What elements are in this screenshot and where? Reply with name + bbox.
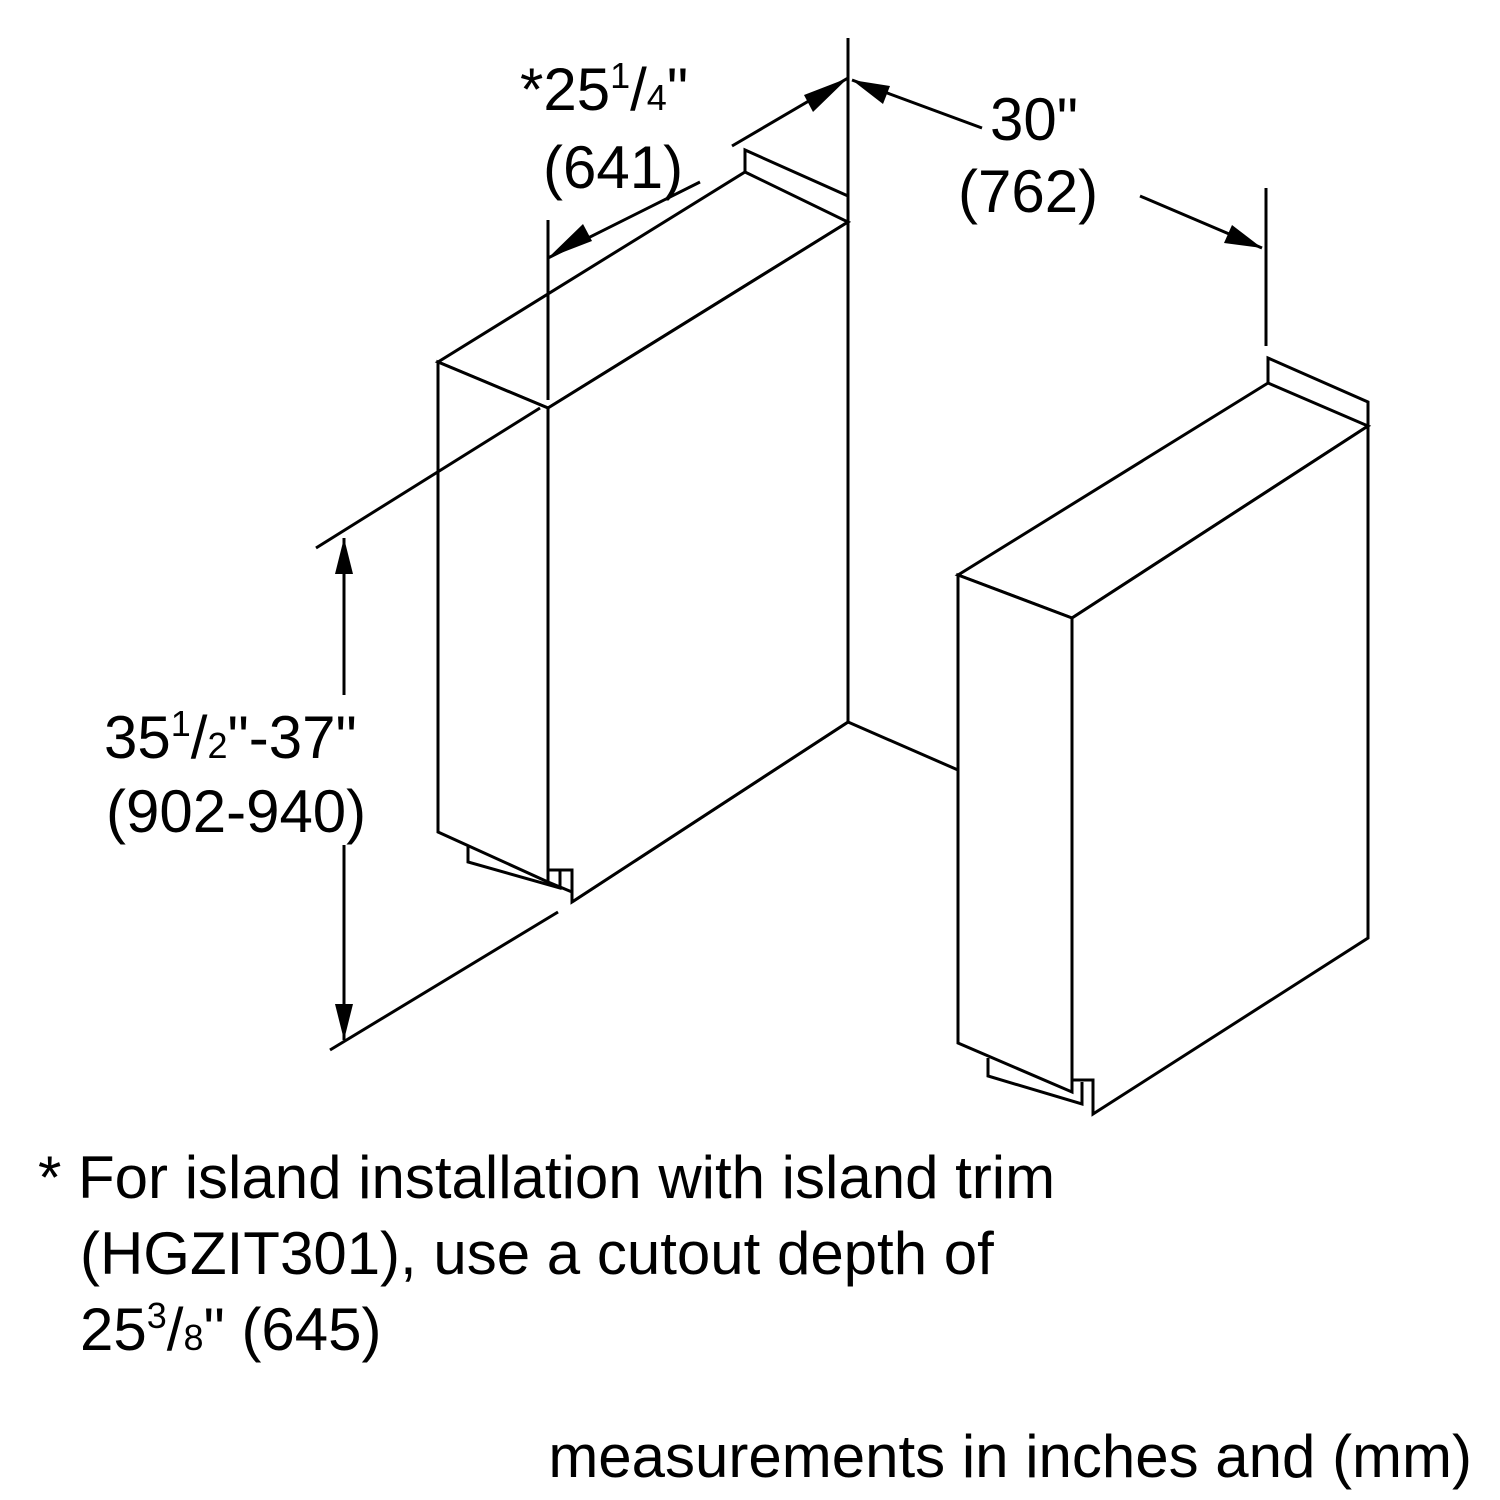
- footnote-depth-whole: 25: [80, 1296, 147, 1363]
- footnote-asterisk: *: [38, 1144, 62, 1211]
- width-arrow-right: [1224, 225, 1262, 248]
- right-cabinet-side: [956, 572, 1074, 1095]
- width-dimension: 30" (762): [851, 78, 1268, 346]
- footnote-depth-fraction-num: 3: [146, 1295, 167, 1336]
- depth-arrow-left: [548, 224, 592, 258]
- footnote-line-3: 253/8" (645): [80, 1295, 382, 1363]
- height-arrow-top: [335, 538, 353, 574]
- height-extension-line-top: [315, 406, 541, 550]
- height-label-metric: (902-940): [106, 778, 366, 845]
- footnote-depth-fraction-den: 8: [183, 1317, 204, 1358]
- island-trim-footnote: * For island installation with island tr…: [38, 1140, 1478, 1376]
- footnote-line-1: * For island installation with island tr…: [38, 1140, 1478, 1216]
- height-extension-line-bottom: [329, 910, 559, 1052]
- units-note: measurements in inches and (mm): [548, 1423, 1472, 1490]
- width-label-imperial: 30": [990, 86, 1078, 153]
- left-cabinet: [434, 147, 852, 905]
- left-cabinet-side: [436, 359, 550, 885]
- left-cabinet-base-line: [547, 880, 573, 894]
- right-cabinet: [954, 355, 1372, 1117]
- footnote-text-1: For island installation with island trim: [78, 1144, 1056, 1211]
- right-cabinet-back-lip: [1266, 355, 1370, 426]
- footnote-depth-suffix: " (645): [203, 1296, 382, 1363]
- depth-label-metric: (641): [543, 134, 683, 201]
- width-arrow-left: [852, 80, 890, 104]
- width-label-metric: (762): [958, 158, 1098, 225]
- left-cabinet-toe-kick: [466, 845, 562, 890]
- footnote-line-2: (HGZIT301), use a cutout depth of: [80, 1220, 994, 1287]
- left-cabinet-back-lip: [743, 147, 850, 222]
- height-arrow-bottom: [335, 1004, 353, 1040]
- height-label-imperial: 351/2"-37": [104, 703, 357, 771]
- floor-line-right: [847, 720, 959, 772]
- right-cabinet-toe-kick: [986, 1058, 1084, 1107]
- depth-dimension: *251/4" (641): [520, 55, 849, 400]
- height-dimension: 351/2"-37" (902-940): [104, 406, 559, 1052]
- depth-label-imperial: *251/4": [520, 55, 688, 123]
- depth-arrow-right: [804, 78, 848, 112]
